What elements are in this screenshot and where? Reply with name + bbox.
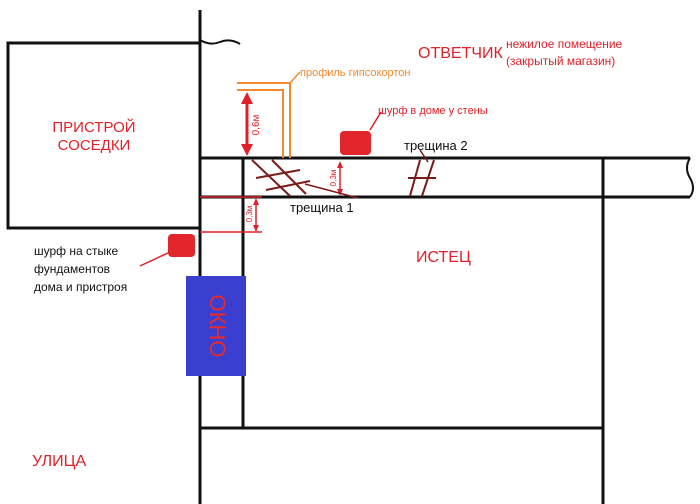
nonresidential-label-2: (закрытый магазин) — [506, 54, 615, 68]
street-label: УЛИЦА — [32, 453, 86, 470]
dim-03-bottom-arrow-up — [253, 198, 259, 205]
crack-1-leader — [304, 183, 359, 199]
crack-1-label: трещина 1 — [290, 200, 354, 215]
crack-2-mark — [408, 159, 436, 197]
respondent-label: ОТВЕТЧИК — [418, 45, 504, 62]
pit-joint-leader — [139, 251, 171, 267]
pit-house-label: шурф в доме у стены — [378, 105, 488, 117]
neighbor-annex-label-2: СОСЕДКИ — [58, 137, 131, 154]
nonresidential-label-1: нежилое помещение — [506, 37, 623, 51]
right-break-mark — [686, 157, 694, 198]
crack-2-label: трещина 2 — [404, 138, 468, 153]
pit-joint-label-1: шурф на стыке — [34, 244, 119, 258]
pit-joint-block — [168, 234, 195, 257]
dim-06-arrow-up — [241, 92, 253, 104]
plaintiff-label: ИСТЕЦ — [416, 249, 471, 266]
window-block — [186, 276, 246, 376]
pit-joint-label-2: фундаментов — [34, 262, 110, 276]
window-label: ОКНО — [205, 295, 230, 358]
profile-label: профиль гипсокортон — [300, 67, 410, 79]
dim-03-bottom-label: 0,3м — [245, 206, 254, 223]
pit-house-block — [340, 131, 371, 155]
gypsum-profile-inner — [237, 89, 284, 158]
dim-03-top-label: 0,3м — [329, 170, 338, 187]
dim-06-label: 0,6м — [251, 114, 262, 135]
dim-03-bottom-arrow-down — [253, 225, 259, 232]
dim-03-top-arrow-up — [337, 161, 343, 168]
pit-house-leader — [369, 111, 382, 131]
dim-06-arrow-down — [241, 144, 253, 156]
crack-1-mark — [251, 159, 311, 197]
profile-leader — [289, 71, 301, 84]
wall-break-mark — [199, 39, 241, 45]
neighbor-annex-label-1: ПРИСТРОЙ — [52, 118, 135, 136]
crack-2-leader — [419, 149, 429, 163]
pit-joint-label-3: дома и пристроя — [34, 280, 127, 294]
